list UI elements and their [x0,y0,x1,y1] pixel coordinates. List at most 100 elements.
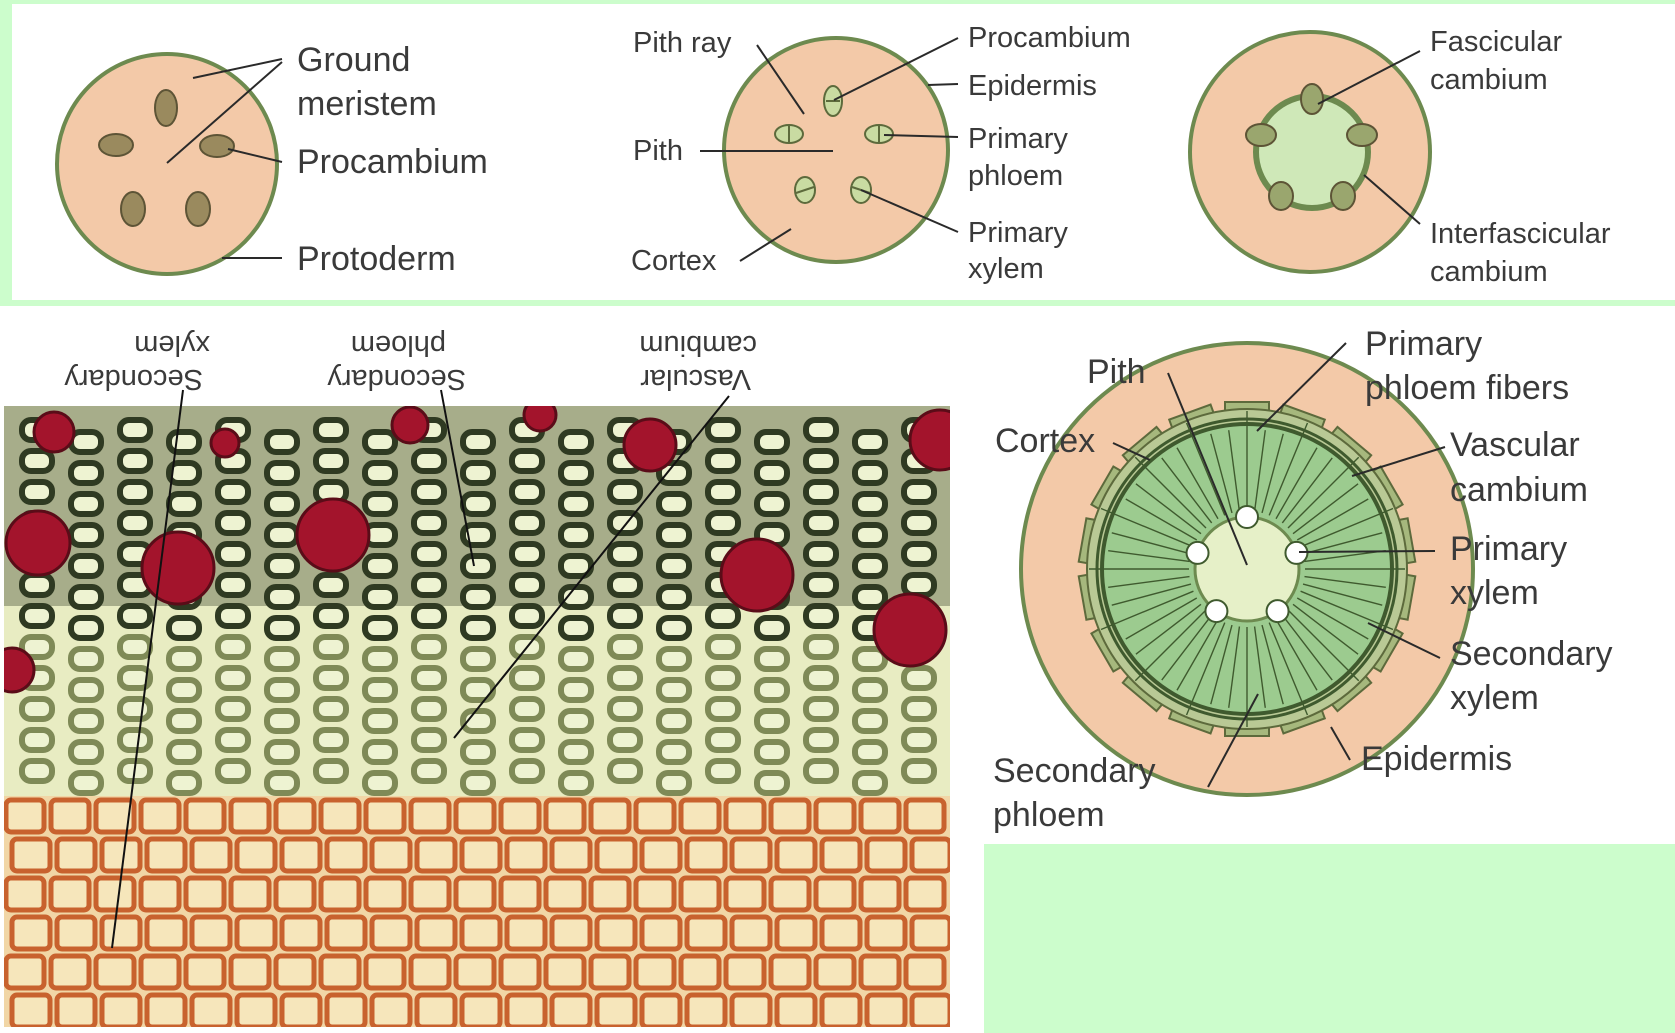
xylem-cell [771,956,809,988]
phloem-cell [512,668,542,688]
phloem-cell [659,773,689,793]
phloem-cell [365,463,395,483]
phloem-cell [610,730,640,750]
xylem-cell [642,995,680,1027]
phloem-cell [169,773,199,793]
stained-cell [721,539,793,611]
stained-cell [910,410,970,470]
phloem-cell [267,711,297,731]
phloem-cell [855,432,885,452]
phloem-cell [561,494,591,514]
micrograph-image [0,399,970,1027]
xylem-cell [237,839,275,871]
phloem-cell [904,699,934,719]
xylem-cell [417,995,455,1027]
xylem-cell [687,917,725,949]
phloem-cell [22,606,52,626]
label-pith-2: Pith [633,135,683,167]
phloem-cell [414,668,444,688]
xylem-cell [462,995,500,1027]
label-secondary-phloem-flipped-0: Secondary [327,363,466,395]
label-primary-phloem: Primary [968,123,1068,155]
xylem-cell [327,995,365,1027]
xylem-cell [276,800,314,832]
xylem-cell [681,800,719,832]
phloem-cell [610,637,640,657]
phloem-cell [267,742,297,762]
xylem-cell [141,956,179,988]
phloem-cell [757,494,787,514]
phloem-cell [610,575,640,595]
fascicular-bundle [1331,182,1355,210]
phloem-cell [806,513,836,533]
xylem-cell [507,917,545,949]
phloem-cell [512,761,542,781]
phloem-cell [365,711,395,731]
phloem-cell [855,711,885,731]
xylem-cell [816,800,854,832]
xylem-cell [6,878,44,910]
phloem-cell [365,742,395,762]
xylem-cell [912,917,950,949]
phloem-cell [71,773,101,793]
phloem-cell [218,668,248,688]
procambium-strand [99,134,133,156]
phloem-cell [659,649,689,669]
phloem-cell [218,699,248,719]
phloem-cell [561,649,591,669]
xylem-cell [456,800,494,832]
phloem-cell [855,680,885,700]
xylem-cell [147,917,185,949]
xylem-cell [141,800,179,832]
phloem-cell [316,699,346,719]
xylem-cell [411,800,449,832]
phloem-cell [316,668,346,688]
label-procambium: Procambium [297,143,488,181]
xylem-cell [186,956,224,988]
stained-cell [392,407,428,443]
phloem-cell [22,575,52,595]
phloem-cell [414,637,444,657]
xylem-cell [591,878,629,910]
phloem-cell [120,451,150,471]
phloem-cell [561,680,591,700]
phloem-cell [365,556,395,576]
xylem-cell [327,917,365,949]
phloem-cell [610,761,640,781]
xylem-cell [372,917,410,949]
xylem-cell [141,878,179,910]
phloem-cell [316,575,346,595]
phloem-cell [708,420,738,440]
xylem-cell [147,995,185,1027]
xylem-cell [366,878,404,910]
phloem-cell [806,451,836,471]
phloem-cell [463,742,493,762]
phloem-cell [463,494,493,514]
phloem-cell [904,575,934,595]
xylem-cell [552,995,590,1027]
label-cortex-2: Cortex [631,245,717,277]
phloem-cell [169,618,199,638]
phloem-cell [610,513,640,533]
phloem-cell [855,742,885,762]
label-secondary-xylem-flipped-1: xylem [134,329,210,361]
phloem-cell [512,730,542,750]
phloem-cell [71,618,101,638]
xylem-cell [411,878,449,910]
phloem-cell [806,420,836,440]
xylem-cell [282,839,320,871]
fascicular-bundle [1269,182,1293,210]
phloem-cell [267,587,297,607]
procambium-strand [155,90,177,126]
xylem-cell [597,917,635,949]
xylem-cell [102,917,140,949]
phloem-cell [22,761,52,781]
xylem-cell [237,917,275,949]
xylem-cell [552,839,590,871]
phloem-cell [120,730,150,750]
label-epidermis-2: Epidermis [968,70,1097,102]
xylem-cell [546,878,584,910]
phloem-cell [169,742,199,762]
phloem-cell [904,730,934,750]
label-epidermis-4: Epidermis [1361,740,1512,778]
